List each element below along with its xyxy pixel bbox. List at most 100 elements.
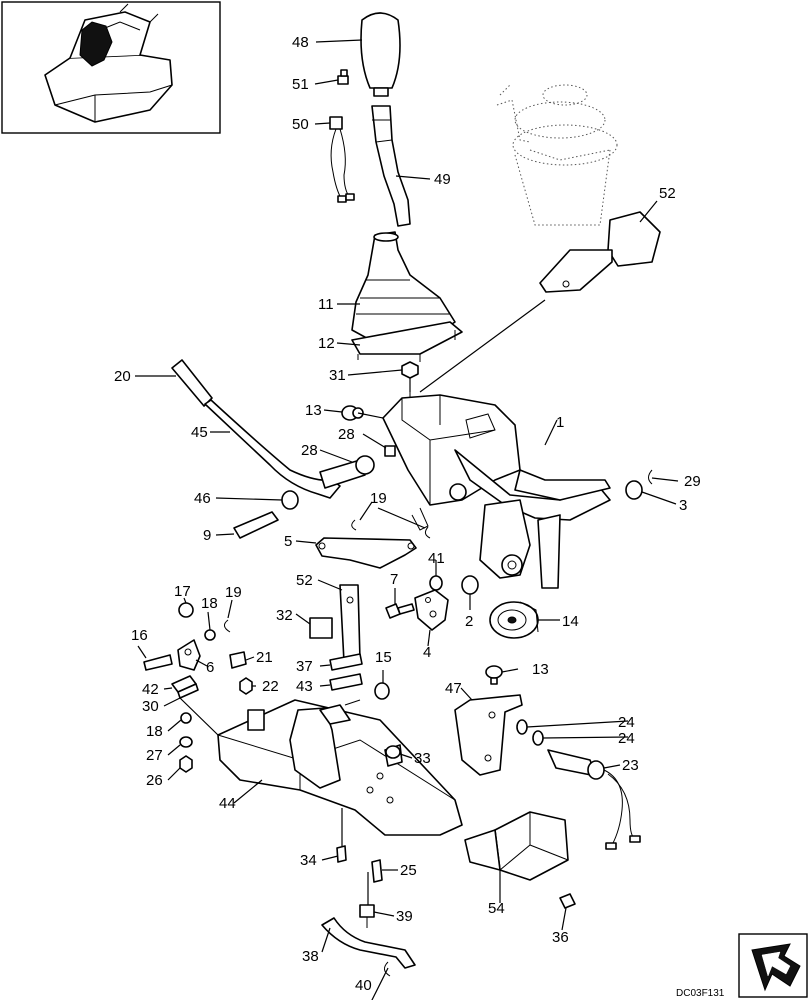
callout-49: 49 — [434, 171, 451, 188]
callout-12: 12 — [318, 335, 335, 352]
callout-5: 5 — [284, 533, 292, 550]
callout-24a: 24 — [618, 714, 635, 731]
next-page-arrow[interactable] — [738, 933, 808, 998]
callout-22: 22 — [262, 678, 279, 695]
callout-54: 54 — [488, 900, 505, 917]
fitting-39 — [359, 904, 375, 928]
callout-24b: 24 — [618, 730, 635, 747]
bracket-6 — [177, 639, 201, 671]
cam-plate-4 — [414, 589, 449, 631]
bolt-51 — [337, 69, 349, 85]
nut-26 — [179, 755, 193, 773]
clip-19b — [224, 619, 231, 633]
grommet-13 — [341, 405, 364, 421]
callout-44: 44 — [219, 795, 236, 812]
bushing-28a — [319, 455, 375, 489]
callout-9: 9 — [203, 527, 211, 544]
callout-18b: 18 — [146, 723, 163, 740]
switch-50 — [329, 116, 355, 203]
callout-52b: 52 — [296, 572, 313, 589]
clip-40 — [384, 961, 391, 977]
knob-13b — [485, 665, 503, 685]
location-thumbnail — [1, 1, 221, 134]
callout-31: 31 — [329, 367, 346, 384]
bolt-36 — [559, 893, 576, 909]
callout-36: 36 — [552, 929, 569, 946]
drawing-code: DC03F131 — [676, 988, 725, 999]
callout-23: 23 — [622, 757, 639, 774]
nut-31 — [401, 361, 419, 379]
washer-24a — [516, 719, 528, 735]
hose-38 — [321, 917, 416, 969]
bushing-2 — [461, 575, 479, 595]
parking-lever-grip — [171, 359, 213, 407]
callout-45: 45 — [191, 424, 208, 441]
sensor-23 — [547, 749, 641, 850]
bushing-15 — [374, 682, 390, 700]
callout-1: 1 — [556, 414, 564, 431]
bolt-16 — [143, 654, 173, 671]
callout-46: 46 — [194, 490, 211, 507]
nut-22 — [239, 677, 253, 695]
callout-labels: 48 51 50 49 52 11 12 31 20 13 1 45 28 28… — [114, 34, 701, 994]
washer-18a — [204, 629, 216, 641]
callout-50: 50 — [292, 116, 309, 133]
callout-3: 3 — [679, 497, 687, 514]
callout-21: 21 — [256, 649, 273, 666]
callout-39: 39 — [396, 908, 413, 925]
damper-14 — [489, 601, 539, 639]
callout-19b: 19 — [225, 584, 242, 601]
clip-19 — [351, 519, 431, 539]
callout-25: 25 — [400, 862, 417, 879]
link-arm — [315, 537, 417, 569]
callout-43: 43 — [296, 678, 313, 695]
callout-52a: 52 — [659, 185, 676, 202]
callout-29: 29 — [684, 473, 701, 490]
callout-17: 17 — [174, 583, 191, 600]
bracket-52b — [339, 584, 361, 663]
callout-32: 32 — [276, 607, 293, 624]
callout-6: 6 — [206, 659, 214, 676]
lever-boot — [351, 231, 456, 349]
callout-38: 38 — [302, 948, 319, 965]
callout-27: 27 — [146, 747, 163, 764]
leader-lines — [135, 39, 679, 1000]
boot-plate — [351, 321, 463, 362]
bushing-3 — [625, 480, 643, 500]
callout-41: 41 — [428, 550, 445, 567]
callout-47: 47 — [445, 680, 462, 697]
callout-14: 14 — [562, 613, 579, 630]
callout-4: 4 — [423, 644, 431, 661]
cover-54 — [464, 811, 569, 881]
callout-28a: 28 — [301, 442, 318, 459]
shift-lever — [371, 105, 411, 227]
callout-48: 48 — [292, 34, 309, 51]
callout-42: 42 — [142, 681, 159, 698]
bushing-46 — [281, 490, 299, 510]
callout-16: 16 — [131, 627, 148, 644]
callout-13a: 13 — [305, 402, 322, 419]
callout-20: 20 — [114, 368, 131, 385]
callout-26: 26 — [146, 772, 163, 789]
shim-37-43 — [329, 653, 363, 691]
base-frame — [217, 699, 463, 836]
callout-11: 11 — [318, 296, 334, 313]
main-frame — [382, 394, 611, 589]
plate-42 — [171, 675, 199, 699]
callout-7: 7 — [390, 571, 398, 588]
callout-30: 30 — [142, 698, 159, 715]
callout-51: 51 — [292, 76, 309, 93]
washer-41 — [429, 575, 443, 591]
callout-13b: 13 — [532, 661, 549, 678]
plug-33 — [385, 745, 401, 759]
callout-15: 15 — [375, 649, 392, 666]
washer-24b — [532, 730, 544, 746]
seat-outline — [496, 84, 618, 226]
bracket-47 — [454, 694, 523, 776]
washer-27 — [179, 736, 193, 748]
seat-bracket-52 — [539, 211, 661, 293]
bushing-28b — [384, 445, 396, 457]
washer-18b — [180, 712, 192, 724]
bolt-7 — [385, 603, 415, 619]
